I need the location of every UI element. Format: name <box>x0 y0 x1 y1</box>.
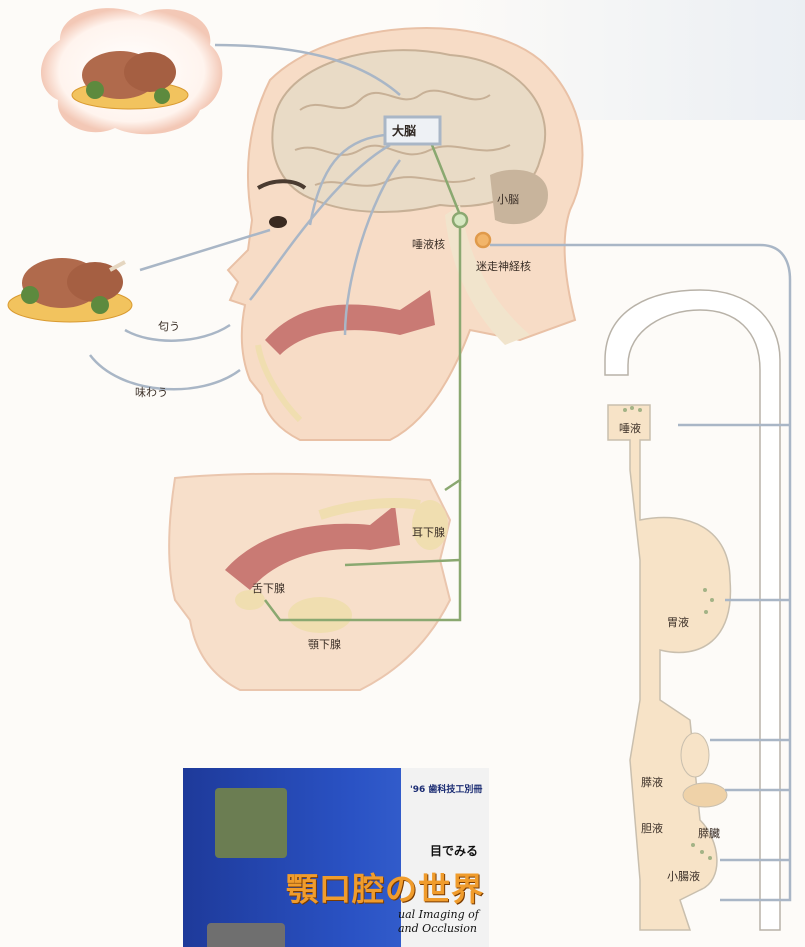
label-gastric-juice: 胃液 <box>667 614 689 630</box>
label-salivary-nucleus: 唾液核 <box>412 236 445 252</box>
book-photo <box>207 923 285 947</box>
label-vagus-nucleus: 迷走神経核 <box>476 258 531 274</box>
label-smell: 匂う <box>158 318 180 334</box>
book-english-line: and Occlusion <box>398 922 477 935</box>
label-parotid-gland: 耳下腺 <box>412 524 445 540</box>
label-bile: 胆液 <box>641 820 663 836</box>
label-intestinal-juice: 小腸液 <box>667 868 700 884</box>
book-subtitle: 目でみる <box>430 842 478 859</box>
label-saliva: 唾液 <box>619 420 641 436</box>
book-english-line: ual Imaging of <box>398 908 479 921</box>
book-title: 顎口腔の世界 <box>286 864 484 910</box>
label-cerebrum: 大脳 <box>392 122 416 139</box>
label-pancreas: 膵臓 <box>698 825 720 841</box>
book-photo <box>215 788 287 858</box>
book-cover: '96 歯科技工別冊 目でみる 顎口腔の世界 ual Imaging of an… <box>183 768 489 947</box>
label-submandibular-gland: 顎下腺 <box>308 636 341 652</box>
label-taste: 味わう <box>135 384 168 400</box>
label-cerebellum: 小脳 <box>497 191 519 207</box>
label-sublingual-gland: 舌下腺 <box>252 580 285 596</box>
label-pancreatic-juice: 膵液 <box>641 774 663 790</box>
book-tag: '96 歯科技工別冊 <box>410 782 482 795</box>
